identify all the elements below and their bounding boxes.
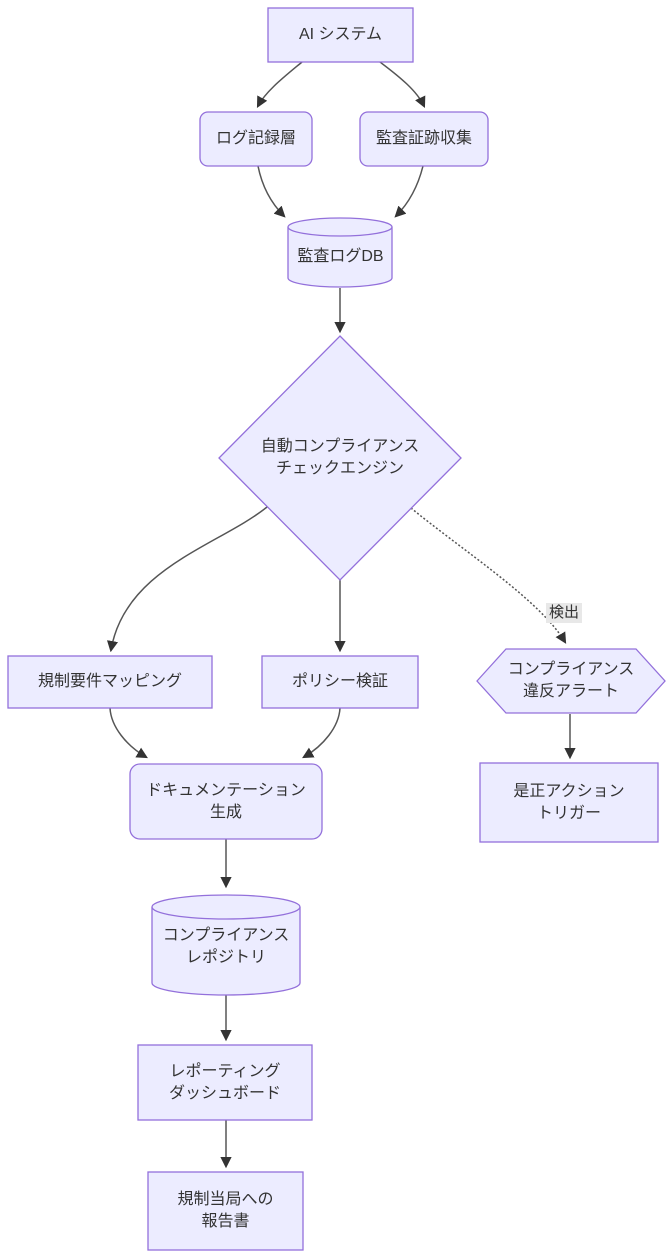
edge-audittrail-to-db [394,165,424,218]
node-dashboard-shape [137,1044,313,1121]
node-policy-shape [261,655,419,709]
edge-engine-to-mapping [106,506,268,653]
edge-ai-to-log [256,61,303,108]
node-mapping-shape [7,655,213,709]
node-alert-shape [476,648,666,714]
node-engine-shape [218,335,462,581]
edge-ai-to-audittrail [379,61,426,109]
node-report-shape [147,1171,304,1251]
node-audit-trail-shape [359,111,489,167]
node-repository-body [151,907,301,996]
edge-engine-to-alert-dotted [410,507,567,644]
node-audit-db-body [287,227,393,288]
edge-log-to-db [257,165,286,218]
node-repository-top [151,894,301,920]
node-audit-db-top [287,217,393,237]
node-ai-system-shape [267,7,414,63]
node-remediation-shape [479,762,659,843]
edge-policy-to-docgen [302,707,341,759]
edge-label-detection: 検出 [546,603,583,623]
edge-mapping-to-docgen [109,707,148,759]
node-log-layer-shape [199,111,313,167]
node-doc-gen-shape [129,763,323,840]
